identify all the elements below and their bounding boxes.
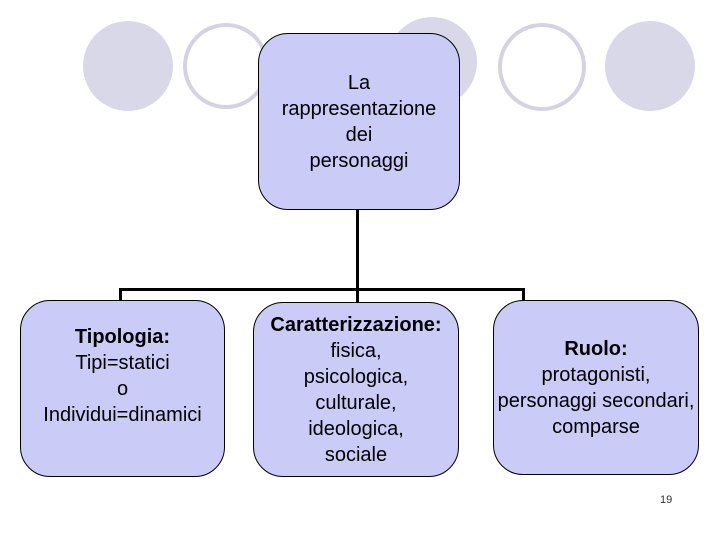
node-text-line: culturale, — [315, 391, 397, 414]
connector-horizontal-rail — [119, 288, 525, 291]
node-title: Tipologia: — [74, 325, 171, 348]
node-text-line: Tipi=statici — [75, 351, 170, 374]
node-lines: fisica, psicologica, culturale, ideologica,… — [254, 338, 458, 468]
node-text-line: fisica, — [330, 339, 382, 362]
decorative-outlined-circle — [183, 23, 269, 109]
node-text-line: Individui=dinamici — [43, 403, 202, 426]
child-node-text: Ruolo: protagonisti, personaggi secondari… — [494, 336, 698, 440]
child-node-text: Caratterizzazione: fisica, psicologica, cu… — [254, 312, 458, 468]
connector-stub-right — [522, 288, 525, 303]
page-number: 19 — [660, 494, 673, 506]
node-text-line: rappresentazione — [281, 97, 437, 120]
node-text-line: ideologica, — [308, 417, 404, 440]
child-node-caratterizzazione: Caratterizzazione: fisica, psicologica, cu… — [253, 302, 459, 477]
node-text-line: La — [347, 71, 371, 94]
root-node-text: La rappresentazione dei personaggi — [259, 70, 459, 174]
node-text-line: o — [116, 377, 129, 400]
node-lines: protagonisti, personaggi secondari, compar… — [494, 362, 698, 440]
child-node-ruolo: Ruolo: protagonisti, personaggi secondari… — [493, 300, 699, 475]
node-text-line: sociale — [324, 443, 388, 466]
node-title: Caratterizzazione: — [270, 313, 442, 336]
node-text-line: personaggi — [309, 149, 409, 172]
decorative-filled-circle — [83, 21, 173, 111]
connector-stub-middle — [356, 288, 359, 305]
decorative-outlined-circle — [498, 23, 586, 111]
connector-root-vertical — [356, 208, 359, 291]
node-text-line: protagonisti, — [541, 363, 651, 386]
connector-stub-left — [119, 288, 122, 303]
node-text-line: comparse — [552, 415, 640, 438]
root-node-rappresentazione: La rappresentazione dei personaggi — [258, 33, 460, 210]
decorative-filled-circle — [605, 21, 695, 111]
node-text-line: dei — [345, 123, 373, 146]
node-text-line: psicologica, — [303, 365, 409, 388]
node-text-line: personaggi secondari, — [497, 389, 695, 412]
node-title: Ruolo: — [564, 337, 628, 360]
